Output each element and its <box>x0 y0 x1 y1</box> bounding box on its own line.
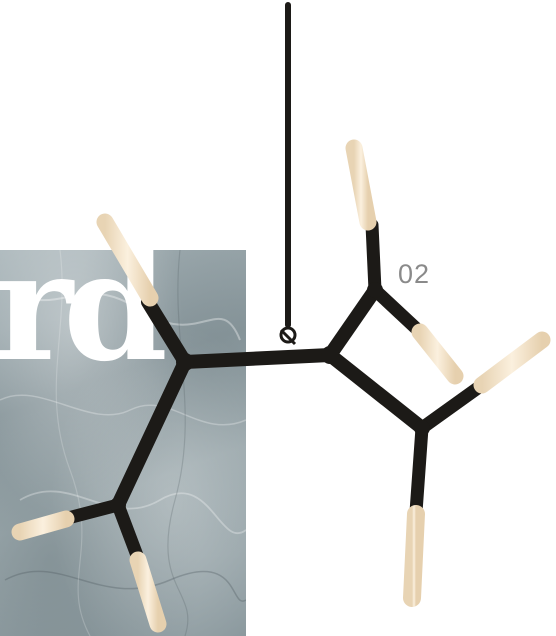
glass-shade <box>96 213 159 307</box>
glass-shade <box>11 510 75 541</box>
hanging-rod <box>279 2 297 346</box>
marble-panel <box>0 250 246 636</box>
page-number: 02 <box>398 259 431 289</box>
marble-veins <box>0 250 246 636</box>
arm-joints <box>110 282 430 513</box>
glass-shade <box>473 331 551 394</box>
glass-shade <box>345 139 377 231</box>
lamp-arms <box>61 218 489 565</box>
glass-shade <box>129 551 167 633</box>
glass-shades <box>11 139 551 633</box>
large-letters: rd <box>0 219 168 395</box>
glass-shade <box>411 323 464 385</box>
glass-shade <box>403 505 425 607</box>
